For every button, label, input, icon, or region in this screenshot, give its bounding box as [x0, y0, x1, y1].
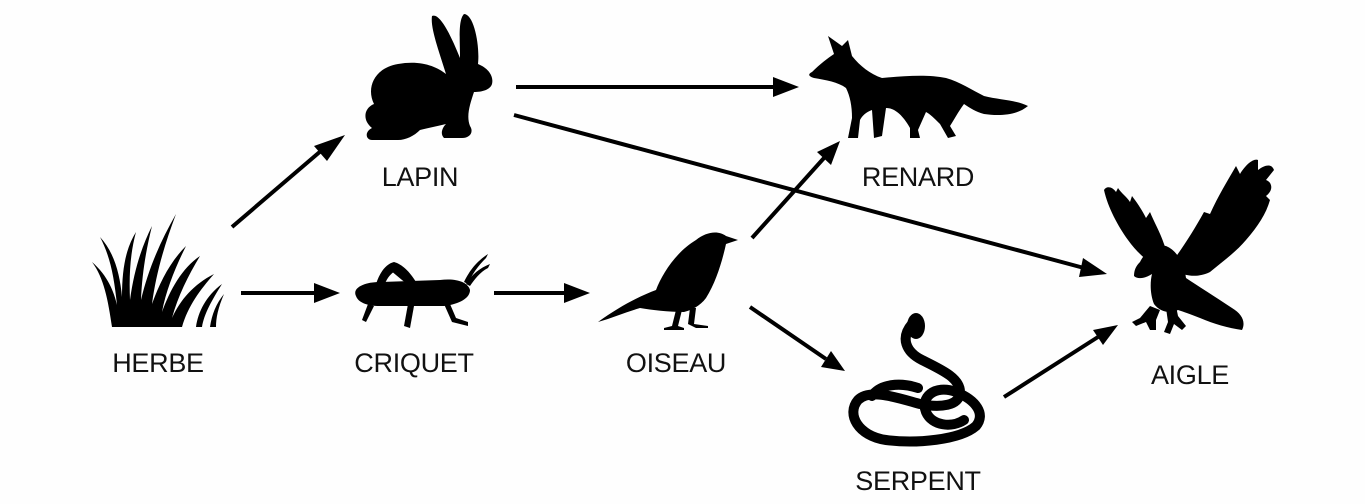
eagle-icon — [1104, 159, 1274, 334]
node-label-renard: RENARD — [862, 162, 974, 192]
node-oiseau: OISEAU — [598, 232, 738, 378]
node-label-aigle: AIGLE — [1151, 360, 1229, 390]
node-herbe: HERBE — [92, 214, 224, 378]
cricket-icon — [355, 254, 490, 328]
grass-icon — [92, 214, 224, 327]
node-renard: RENARD — [809, 36, 1028, 192]
node-label-criquet: CRIQUET — [354, 348, 473, 378]
edges — [230, 77, 1118, 399]
rabbit-icon — [365, 14, 493, 140]
bird-icon — [598, 232, 738, 330]
node-label-serpent: SERPENT — [855, 466, 980, 496]
node-criquet: CRIQUET — [354, 254, 490, 378]
node-label-herbe: HERBE — [112, 348, 204, 378]
edge-oiseau-serpent — [748, 305, 845, 371]
edge-oiseau-renard — [750, 141, 840, 240]
fox-icon — [809, 36, 1028, 138]
edge-herbe-criquet — [241, 283, 340, 303]
snake-icon — [848, 313, 985, 447]
edge-lapin-renard — [516, 77, 799, 97]
node-lapin: LAPIN — [365, 14, 493, 192]
node-label-lapin: LAPIN — [382, 162, 459, 192]
edge-lapin-aigle — [513, 113, 1107, 277]
edge-criquet-oiseau — [494, 283, 590, 303]
edge-herbe-lapin — [230, 135, 345, 229]
node-label-oiseau: OISEAU — [626, 348, 726, 378]
node-serpent: SERPENT — [848, 313, 985, 496]
edge-serpent-aigle — [1002, 325, 1118, 399]
node-aigle: AIGLE — [1104, 159, 1274, 390]
